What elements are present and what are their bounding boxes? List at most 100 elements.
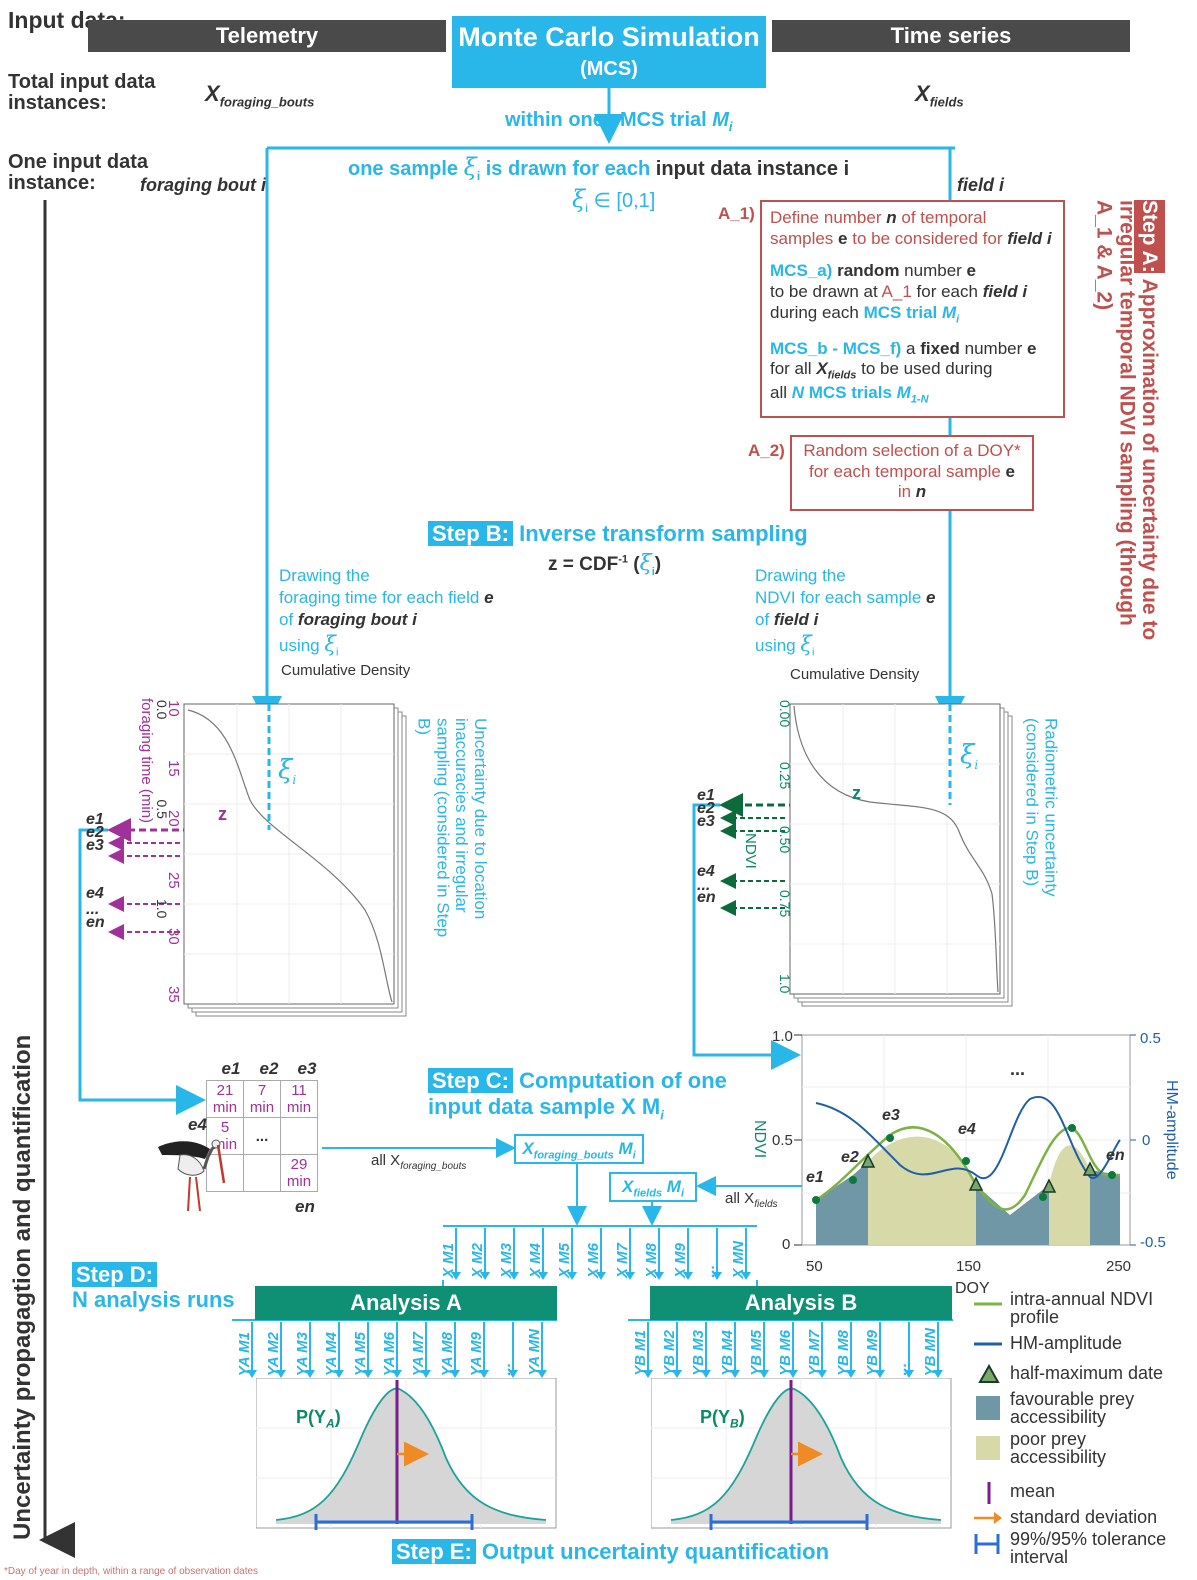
arrowhead-icon [654,1272,664,1280]
step-a2-box: Random selection of a DOY* for each temp… [790,435,1034,511]
right-z: z [852,784,861,803]
step-a-title: Step A: Approximation of uncertainty due… [1092,200,1160,660]
down-arrow-icon [629,1228,631,1274]
arrowhead-icon [933,1370,943,1378]
arrowhead-icon [479,1370,489,1378]
down-arrow-icon [850,1322,852,1372]
down-arrow-icon [763,1322,765,1372]
arrowhead-icon [596,1272,606,1280]
foraging-time-axis: foraging time (min) [138,698,155,823]
arrowhead-icon [421,1370,431,1378]
arrowhead-icon [509,1272,519,1280]
right-draw-desc: Drawing the NDVI for each sample e of fi… [755,565,936,660]
ndvi-ytick-0: 0 [782,1236,790,1253]
doy-tick-250: 250 [1106,1258,1131,1275]
down-arrow-icon [251,1322,253,1372]
down-arrow-icon [309,1322,311,1372]
hm-line-icon [974,1336,1004,1352]
stork-icon [150,1125,230,1215]
a2-label: A_2) [748,442,785,460]
all-x-foraging-label: all Xforaging_bouts [371,1152,466,1172]
a1-label: A_1) [718,205,755,223]
down-arrow-icon [745,1228,747,1274]
right-uncertainty-note: Radiometric uncertainty (considered in S… [1022,718,1059,918]
down-arrow-icon [716,1228,718,1274]
down-arrow-icon [396,1322,398,1372]
doy-tick-150: 150 [956,1258,981,1275]
ndvi-e4: e4 [958,1122,976,1139]
down-arrow-icon [454,1322,456,1372]
left-xi: ξi [278,755,296,787]
doy-tick-50: 50 [806,1258,823,1275]
tolerance-interval-a [312,1512,478,1532]
down-arrow-icon [542,1228,544,1274]
step-b-heading: Step B: Inverse transform sampling [428,522,808,545]
arrowhead-icon [741,1272,751,1280]
favourable-swatch-icon [976,1396,1000,1420]
left-cdf-panel [130,680,430,1020]
down-arrow-icon [455,1228,457,1274]
arrowhead-icon [904,1370,914,1378]
arrowhead-icon [730,1370,740,1378]
ndvi-ellipsis: ... [1010,1060,1025,1079]
step-b-formula: z = CDF-1 (ξi) [548,552,661,578]
tolerance-interval-b [707,1512,873,1532]
x-fields-box: Xfields Mi [609,1172,697,1202]
down-arrow-icon [571,1228,573,1274]
down-arrow-icon [484,1228,486,1274]
ndvi-e2: e2 [841,1150,859,1167]
x-foraging-box: Xforaging_bouts Mi [514,1134,644,1164]
poor-swatch-icon [976,1436,1000,1460]
ndvi-y-label: NDVI [750,1120,768,1158]
ndvi-en: en [1106,1148,1125,1165]
ndvi-e1: e1 [806,1170,824,1187]
footnote: *Day of year in depth, within a range of… [4,1566,258,1577]
ndvi-ytick-05: 0.5 [772,1132,793,1149]
step-c-heading: Step C: Computation of one input data sa… [428,1068,727,1123]
down-arrow-icon [676,1322,678,1372]
mean-line-icon [974,1482,1004,1504]
arrowhead-icon [480,1272,490,1280]
arrowhead-icon [363,1370,373,1378]
down-arrow-icon [367,1322,369,1372]
ndvi-ytick-1: 1.0 [772,1028,793,1045]
down-arrow-icon [705,1322,707,1372]
analysis-a-header: Analysis A [255,1286,557,1320]
analysis-b-header: Analysis B [650,1286,952,1320]
arrowhead-icon [567,1272,577,1280]
down-arrow-icon [541,1322,543,1372]
down-arrow-icon [687,1228,689,1274]
down-arrow-icon [513,1228,515,1274]
left-uncertainty-note: Uncertainty due to location inaccuracies… [414,718,489,948]
arrowhead-icon [788,1370,798,1378]
table-header: e1e2e3 [212,1060,332,1078]
arrowhead-icon [683,1272,693,1280]
down-arrow-icon [658,1228,660,1274]
hm-ytick-top: 0.5 [1140,1030,1161,1047]
ndvi-line-icon [974,1296,1004,1312]
right-xi: ξi [960,740,978,772]
down-arrow-icon [879,1322,881,1372]
down-arrow-icon [734,1322,736,1372]
hm-ytick-bottom: -0.5 [1140,1234,1166,1251]
down-arrow-icon [792,1322,794,1372]
down-arrow-icon [821,1322,823,1372]
down-arrow-icon [937,1322,939,1372]
left-z: z [218,805,227,824]
arrowhead-icon [451,1272,461,1280]
arrowhead-icon [450,1370,460,1378]
triangle-icon [974,1364,1004,1384]
down-arrow-icon [647,1322,649,1372]
down-arrow-icon [338,1322,340,1372]
hm-ytick-mid: 0 [1142,1132,1150,1149]
p-yb-label: P(YB) [700,1408,745,1430]
step-a1-box: Define number n of temporal samples e to… [760,200,1065,418]
p-ya-label: P(YA) [296,1408,341,1430]
ndvi-axis: NDVI [742,833,759,869]
arrowhead-icon [392,1370,402,1378]
arrowhead-icon [247,1370,257,1378]
arrowhead-icon [701,1370,711,1378]
